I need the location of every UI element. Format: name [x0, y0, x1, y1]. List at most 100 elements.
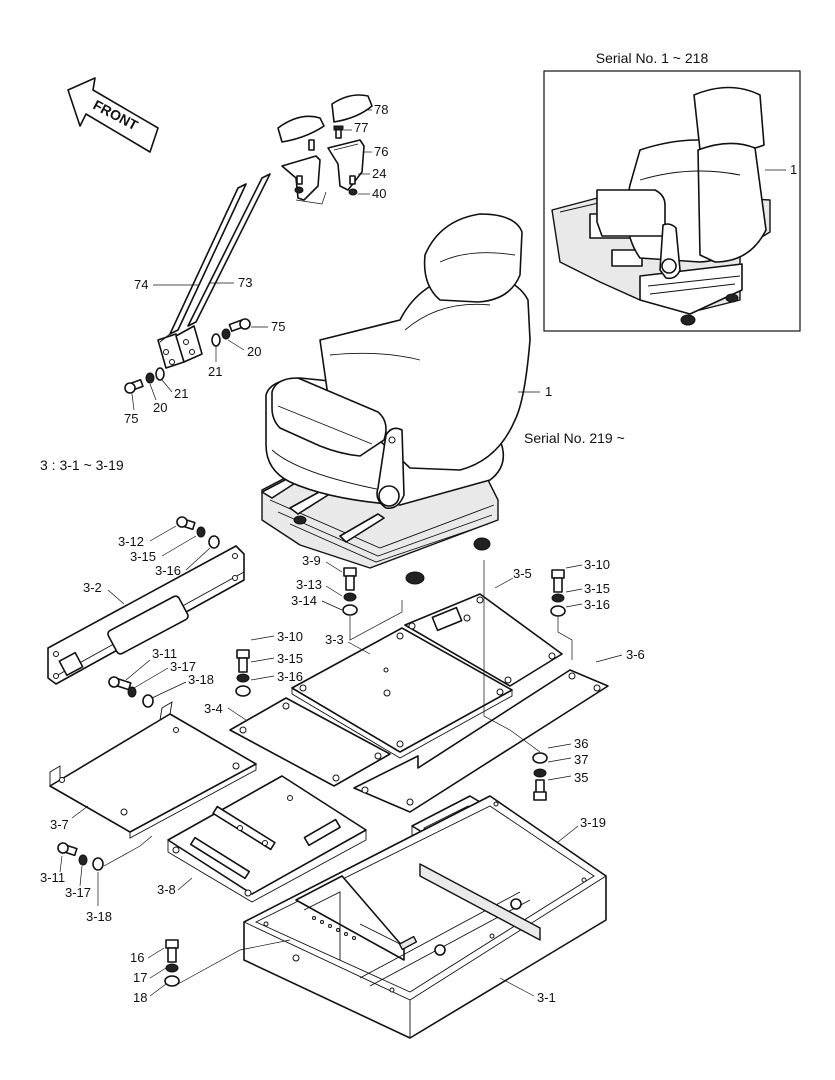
bolt-3-10-right	[551, 569, 565, 593]
label-78: 78	[374, 102, 388, 117]
screw-left	[308, 139, 315, 151]
label-74: 74	[134, 277, 148, 292]
washer-3-15-right	[551, 593, 565, 603]
label-75-left: 75	[124, 411, 138, 426]
bolt-left	[294, 175, 304, 194]
arm-bar-73	[175, 173, 271, 363]
label-3-16a: 3-16	[155, 563, 181, 578]
assembly-note: 3 : 3-1 ~ 3-19	[40, 457, 124, 473]
serial-top-label: Serial No. 1 ~ 218	[596, 50, 709, 66]
label-3-13: 3-13	[296, 577, 322, 592]
label-21-left: 21	[174, 386, 188, 401]
label-18: 18	[133, 990, 147, 1005]
label-3-11-upper: 3-11	[152, 646, 177, 661]
inset-frame	[543, 70, 801, 332]
label-1-inset: 1	[790, 162, 797, 177]
front-arrow: FRONT	[67, 77, 159, 153]
label-3-4: 3-4	[204, 701, 223, 716]
plate-3-4	[229, 697, 391, 787]
label-3-11-lower: 3-11	[40, 870, 65, 885]
label-3-1: 3-1	[537, 990, 556, 1005]
washer-3-18-upper	[142, 694, 154, 708]
washer-20-left	[145, 372, 155, 384]
washer-3-18-lower	[92, 857, 104, 871]
washer-3-17-upper	[127, 686, 137, 698]
label-3-18-upper: 3-18	[188, 672, 214, 687]
bolt-75-left	[124, 378, 144, 394]
label-35: 35	[574, 770, 588, 785]
bolt-3-10-left	[236, 649, 250, 673]
arm-bar-74	[157, 183, 247, 369]
bolt-24	[349, 175, 356, 185]
armrest-cap-78	[331, 94, 373, 123]
label-73: 73	[238, 275, 252, 290]
label-3-5: 3-5	[513, 566, 532, 581]
label-3-15-left: 3-15	[277, 651, 303, 666]
plate-3-5	[404, 593, 563, 687]
bolt-35	[533, 779, 547, 801]
label-20-left: 20	[153, 400, 167, 415]
washer-3-13	[343, 592, 357, 602]
label-3-16-right: 3-16	[584, 597, 610, 612]
washer-3-15a	[196, 526, 206, 538]
washer-3-14	[342, 604, 358, 616]
bolt-75-right	[228, 318, 251, 332]
label-20-right: 20	[247, 344, 261, 359]
washer-20-right	[221, 328, 231, 340]
label-16: 16	[130, 950, 144, 965]
perforated-rail	[312, 916, 356, 940]
bracket-76	[327, 139, 365, 191]
label-1-main: 1	[545, 384, 552, 399]
washer-21-left	[155, 367, 165, 381]
washer-40	[348, 188, 358, 196]
label-3-10-right: 3-10	[584, 557, 610, 572]
label-3-12: 3-12	[118, 534, 144, 549]
label-3-8: 3-8	[157, 882, 176, 897]
washer-3-16-right	[550, 605, 566, 617]
bracket-3-8	[167, 775, 367, 903]
washer-3-16-left	[235, 685, 251, 697]
bracket-3-7	[49, 701, 257, 839]
label-40: 40	[372, 186, 386, 201]
label-3-16-left: 3-16	[277, 669, 303, 684]
cover-plate-3-2	[47, 545, 245, 685]
bolt-3-11-lower	[57, 842, 78, 857]
washer-18	[164, 975, 180, 987]
serial-bottom-label: Serial No. 219 ~	[524, 430, 625, 446]
bolt-3-11-upper	[108, 676, 132, 691]
label-3-10-left: 3-10	[277, 629, 303, 644]
label-3-7: 3-7	[50, 817, 69, 832]
label-3-19: 3-19	[580, 815, 606, 830]
armrest-cap-left	[277, 115, 325, 143]
label-3-17-lower: 3-17	[65, 885, 91, 900]
screw-77	[333, 125, 344, 139]
washer-21-right	[211, 333, 221, 347]
bolt-3-9	[343, 567, 357, 591]
label-3-15-right: 3-15	[584, 581, 610, 596]
label-3-3: 3-3	[325, 632, 344, 647]
base-box-3-1	[243, 795, 607, 1039]
label-3-2: 3-2	[83, 580, 102, 595]
washer-36	[532, 752, 548, 764]
inset-seat-drawing	[551, 86, 771, 326]
label-3-6: 3-6	[626, 647, 645, 662]
label-3-14: 3-14	[291, 593, 317, 608]
label-17: 17	[133, 970, 147, 985]
washer-3-17-lower	[78, 854, 88, 866]
washer-3-15-left	[236, 673, 250, 683]
plate-3-3	[291, 627, 513, 759]
label-3-18-lower: 3-18	[86, 909, 112, 924]
label-3-15a: 3-15	[130, 549, 156, 564]
label-3-17-upper: 3-17	[170, 659, 196, 674]
bolt-16	[165, 939, 179, 963]
label-24: 24	[372, 166, 386, 181]
label-37: 37	[574, 752, 588, 767]
washer-37	[533, 768, 547, 778]
label-76: 76	[374, 144, 388, 159]
label-21-right: 21	[208, 364, 222, 379]
label-77: 77	[354, 120, 368, 135]
label-36: 36	[574, 736, 588, 751]
plate-3-6	[353, 669, 609, 813]
